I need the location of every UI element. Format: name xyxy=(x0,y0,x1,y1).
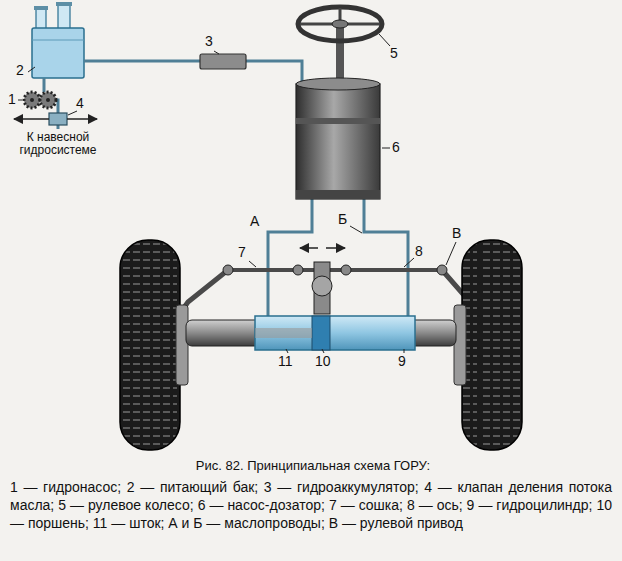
motion-arrows xyxy=(300,248,345,249)
pipe-letter: А xyxy=(250,214,259,229)
callout-number: 5 xyxy=(390,46,398,61)
wheels xyxy=(120,240,522,450)
callout-number: 8 xyxy=(415,244,423,259)
callout-number: 3 xyxy=(205,34,213,49)
callout-number: 7 xyxy=(238,245,246,260)
steering-wheel xyxy=(298,7,382,86)
metering-pump xyxy=(296,78,380,199)
callout-number: 4 xyxy=(76,96,84,111)
callout-number: 2 xyxy=(16,63,24,78)
callout-number: 9 xyxy=(398,354,406,369)
callout-number: 6 xyxy=(392,140,400,155)
accumulator xyxy=(200,54,246,69)
pump-gears xyxy=(24,92,56,108)
callout-number: 11 xyxy=(278,354,293,369)
pipe-letter: Б xyxy=(338,212,347,227)
leader-lines xyxy=(18,34,456,353)
figure-caption: Рис. 82. Принципиальная схема ГОРУ: xyxy=(2,459,622,473)
callout-number: 10 xyxy=(315,354,331,369)
legend-key: 1 — гидронасос; 2 — питающий бак; 3 — ги… xyxy=(10,478,612,532)
oil-pipes xyxy=(44,61,408,316)
pipe-letter: В xyxy=(452,226,461,241)
flow-divider-valve xyxy=(14,113,97,125)
note-text: К навесной гидросистеме xyxy=(8,131,108,157)
callout-number: 1 xyxy=(8,92,16,107)
hydraulic-cylinder xyxy=(186,316,456,350)
tank xyxy=(32,2,84,78)
